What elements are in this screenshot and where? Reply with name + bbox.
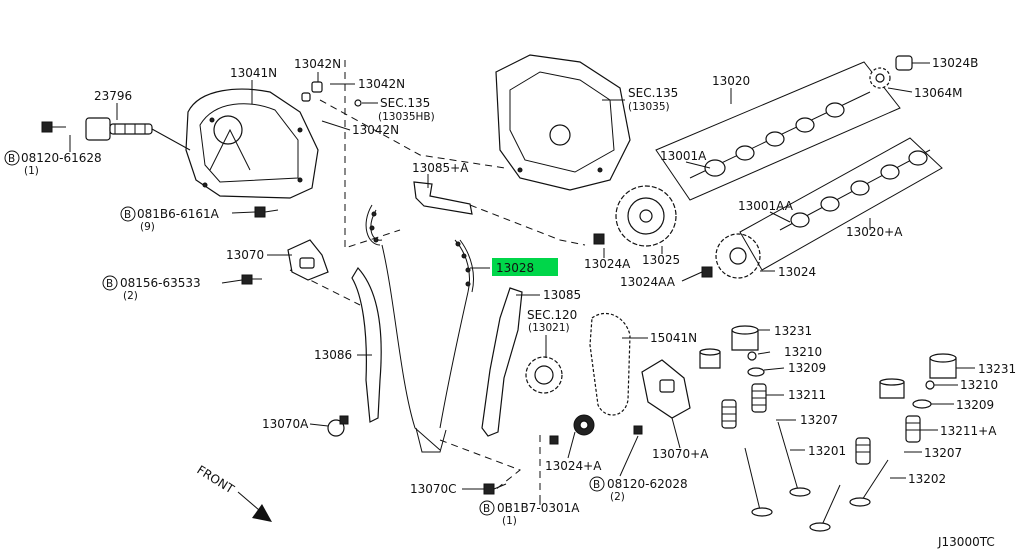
camshaft-13020 bbox=[689, 91, 871, 179]
leader-lines bbox=[69, 62, 975, 505]
b-marker-1: B bbox=[8, 153, 15, 165]
label-13211-a: 13211 bbox=[788, 388, 826, 402]
chain-15041N bbox=[589, 313, 631, 416]
qty-08120-62028: (2) bbox=[610, 491, 625, 503]
front-cover-13041N bbox=[185, 88, 319, 199]
label-13211A: 13211+A bbox=[940, 424, 997, 438]
label-13070A-plus: 13070+A bbox=[652, 447, 709, 461]
solenoid-23796 bbox=[85, 117, 191, 151]
label-13024A-bot: 13024+A bbox=[545, 459, 602, 473]
valve-train-left bbox=[699, 325, 811, 517]
label-08156-63533: 08156-63533 bbox=[120, 276, 201, 290]
label-13028: 13028 bbox=[496, 261, 534, 275]
b-marker-2: B bbox=[124, 209, 131, 221]
oil-pump-sprocket bbox=[549, 414, 595, 445]
label-13024A-mid: 13024A bbox=[584, 257, 631, 271]
label-13202: 13202 bbox=[908, 472, 946, 486]
label-13085: 13085 bbox=[543, 288, 581, 302]
label-sec120: SEC.120 bbox=[527, 308, 577, 322]
label-08120-61628: 08120-61628 bbox=[21, 151, 102, 165]
label-13085A: 13085+A bbox=[412, 161, 469, 175]
label-13207-b: 13207 bbox=[924, 446, 962, 460]
front-arrow bbox=[237, 491, 272, 522]
label-13042N-b: 13042N bbox=[358, 77, 405, 91]
label-23796: 23796 bbox=[94, 89, 132, 103]
highlight-13028 bbox=[492, 258, 558, 276]
callout-labels: 23796 08120-61628 (1) 13041N 13042N 1304… bbox=[21, 56, 1016, 549]
b-marker-5: B bbox=[593, 479, 600, 491]
label-13209-a: 13209 bbox=[788, 361, 826, 375]
label-13231-a: 13231 bbox=[774, 324, 812, 338]
label-13042N-c: 13042N bbox=[352, 123, 399, 137]
label-13070A: 13070A bbox=[262, 417, 309, 431]
label-13042N-a: 13042N bbox=[294, 57, 341, 71]
qty-0B1B7-0301A: (1) bbox=[502, 515, 517, 527]
label-13041N: 13041N bbox=[230, 66, 277, 80]
sub-sec120: (13021) bbox=[528, 322, 570, 334]
valve-train-right bbox=[809, 353, 957, 532]
label-sec135: SEC.135 bbox=[628, 86, 678, 100]
camshaft-13020A-box bbox=[739, 137, 943, 271]
label-13086: 13086 bbox=[314, 348, 352, 362]
chain-guide-13086 bbox=[327, 266, 382, 437]
label-13209-b: 13209 bbox=[956, 398, 994, 412]
label-13064M: 13064M bbox=[914, 86, 963, 100]
plug-13024B bbox=[895, 55, 913, 71]
bolt-081B6-6161A bbox=[254, 206, 279, 218]
label-13210-b: 13210 bbox=[960, 378, 998, 392]
diagram-code: J13000TC bbox=[937, 535, 995, 549]
label-13207-a: 13207 bbox=[800, 413, 838, 427]
camshaft-13020A bbox=[779, 149, 931, 231]
small-parts-13042N bbox=[301, 81, 362, 107]
rear-cover-sec135 bbox=[495, 54, 631, 191]
label-15041N: 15041N bbox=[650, 331, 697, 345]
plate-13064M bbox=[869, 67, 891, 89]
camshaft-13020-box bbox=[655, 61, 901, 201]
chain-guide-13085A bbox=[413, 181, 473, 215]
chain-guide-13085 bbox=[481, 287, 523, 437]
label-13024B: 13024B bbox=[932, 56, 978, 70]
sub-sec135: (13035) bbox=[628, 101, 670, 113]
qty-08156-63533: (2) bbox=[123, 290, 138, 302]
label-08120-62028: 08120-62028 bbox=[607, 477, 688, 491]
b-marker-4: B bbox=[483, 503, 490, 515]
label-13020A: 13020+A bbox=[846, 225, 903, 239]
cam-sprocket-13025 bbox=[593, 185, 677, 247]
label-081B6-6161A: 081B6-6161A bbox=[137, 207, 220, 221]
label-13070: 13070 bbox=[226, 248, 264, 262]
crank-sprocket bbox=[525, 356, 563, 394]
qty-08120-61628: (1) bbox=[24, 165, 39, 177]
label-13070C: 13070C bbox=[410, 482, 457, 496]
tensioner-13070A bbox=[633, 359, 691, 435]
label-13201: 13201 bbox=[808, 444, 846, 458]
sub-sec135-b: (13035HB) bbox=[378, 111, 435, 123]
label-13020: 13020 bbox=[712, 74, 750, 88]
label-13001A: 13001A bbox=[660, 149, 707, 163]
front-label: FRONT bbox=[194, 463, 237, 497]
label-13001AA: 13001AA bbox=[738, 199, 794, 213]
label-sec135-b: SEC.135 bbox=[380, 96, 430, 110]
label-13024: 13024 bbox=[778, 265, 816, 279]
label-13025: 13025 bbox=[642, 253, 680, 267]
b-markers: B B B B B bbox=[4, 150, 605, 516]
tensioner-13070 bbox=[241, 239, 329, 285]
cam-sprocket-13024 bbox=[701, 233, 761, 279]
label-0B1B7-0301A: 0B1B7-0301A bbox=[497, 501, 580, 515]
label-13231-b: 13231 bbox=[978, 362, 1016, 376]
bolt-08120-61628 bbox=[41, 121, 66, 133]
timing-chain bbox=[365, 204, 474, 453]
qty-081B6-6161A: (9) bbox=[140, 221, 155, 233]
label-13024AA: 13024AA bbox=[620, 275, 676, 289]
label-13210-a: 13210 bbox=[784, 345, 822, 359]
b-marker-3: B bbox=[106, 278, 113, 290]
bolt-13070C bbox=[483, 483, 507, 495]
